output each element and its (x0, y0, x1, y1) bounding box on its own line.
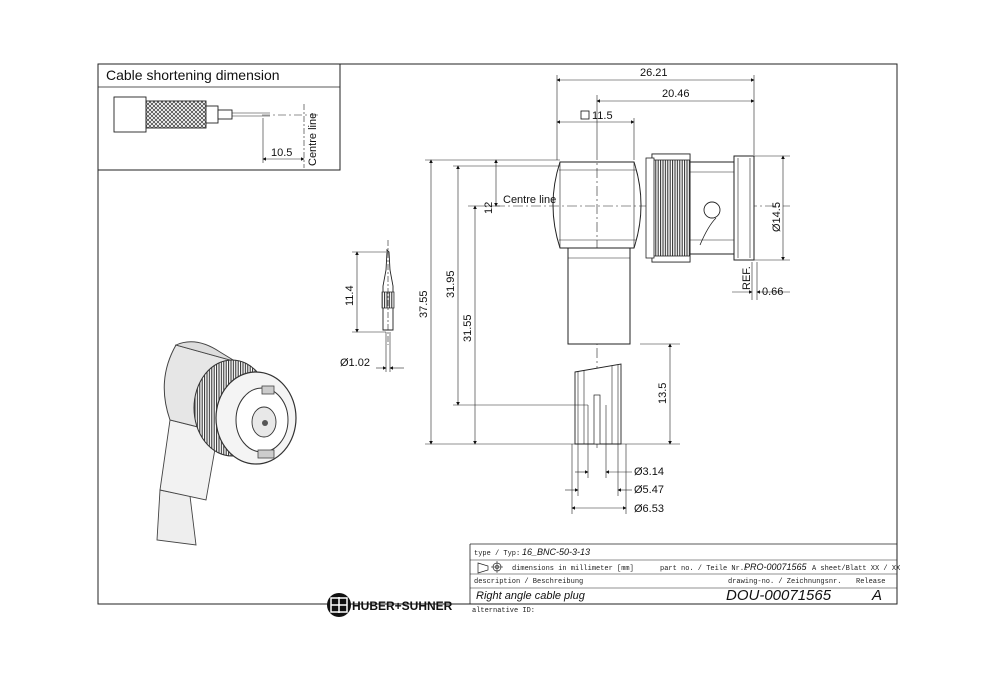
projection-symbol-icon (477, 561, 503, 574)
title-block: type / Typ: 16_BNC-50-3-13 dimensions in… (469, 543, 901, 615)
release-value: A (871, 587, 882, 604)
dim-37-55: 37.55 (418, 290, 430, 318)
huber-suhner-logo: HUBER+SUHNER (327, 593, 453, 617)
description-label: description / Beschreibung (474, 578, 583, 586)
drawing-frame (97, 63, 898, 605)
connector-side-view (495, 150, 790, 450)
dim-13-5: 13.5 (657, 383, 669, 404)
drawing-no-value: DOU-00071565 (726, 587, 832, 604)
dim-0-66: 0.66 (762, 286, 783, 298)
square-symbol (580, 110, 590, 120)
centre-line-label: Centre line (503, 194, 556, 206)
dim-31-55: 31.55 (462, 314, 474, 342)
ref-label: REF. (741, 266, 753, 290)
dim-dia-14-5: Ø14.5 (771, 202, 783, 232)
dim-square-11-5: 11.5 (592, 110, 613, 122)
connector-3d-render (156, 341, 297, 546)
dim-11-4: 11.4 (344, 285, 356, 306)
logo-text: HUBER+SUHNER (352, 599, 453, 613)
dim-dia-5-47: Ø5.47 (634, 484, 664, 496)
units-note: dimensions in millimeter [mm] (512, 565, 634, 573)
part-label: part no. / Teile Nr.: (660, 565, 748, 573)
dim-31-95: 31.95 (445, 270, 457, 298)
dim-12: 12 (483, 202, 495, 214)
type-label: type / Typ: (474, 550, 520, 558)
dim-26-21: 26.21 (640, 67, 668, 79)
description-value: Right angle cable plug (476, 590, 586, 602)
left-dimensions: 37.55 31.95 31.55 12 Centre line 13.5 (418, 159, 680, 445)
right-dimensions: Ø14.5 REF. 0.66 (732, 155, 790, 300)
type-value: 16_BNC-50-3-13 (522, 547, 590, 557)
drawing-no-label: drawing-no. / Zeichnungsnr. (728, 578, 841, 586)
alternative-id-label: alternative ID: (472, 607, 535, 615)
box-centre-line-label: Centre line (307, 113, 319, 166)
cable-shortening-title: Cable shortening dimension (106, 67, 280, 83)
bottom-dimensions: Ø3.14 Ø5.47 Ø6.53 (565, 444, 664, 515)
centre-pin-detail: 11.4 Ø1.02 (340, 240, 404, 372)
sheet-info: A sheet/Blatt XX / XX (812, 565, 901, 573)
dim-dia-1-02: Ø1.02 (340, 357, 370, 369)
cable-shortening-box: Cable shortening dimension 10.5 Centre l… (97, 63, 341, 171)
dim-dia-3-14: Ø3.14 (634, 466, 664, 478)
dim-dia-6-53: Ø6.53 (634, 503, 664, 515)
top-dimensions: 26.21 20.46 11.5 (556, 67, 755, 160)
part-value: PRO-00071565 (744, 562, 808, 572)
dim-20-46: 20.46 (662, 88, 690, 100)
dim-10-5: 10.5 (271, 147, 292, 159)
release-label: Release (856, 578, 885, 586)
